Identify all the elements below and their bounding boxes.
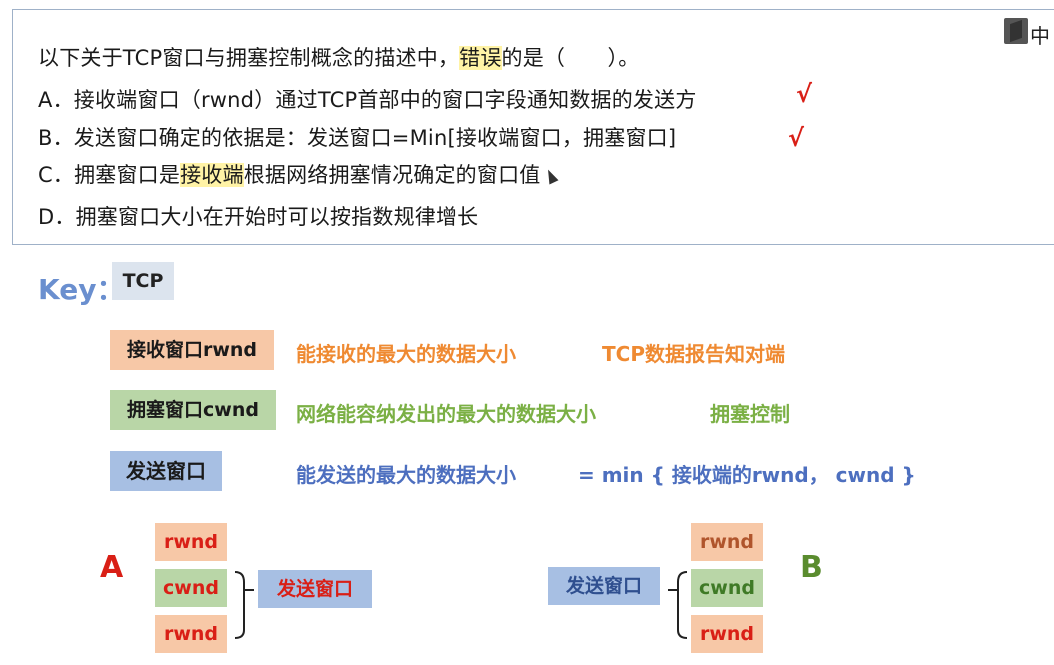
option-b: B．发送窗口确定的依据是：发送窗口=Min[接收端窗口，拥塞窗口] <box>38 126 677 150</box>
option-c: C．拥塞窗口是接收端根据网络拥塞情况确定的窗口值 <box>38 159 541 189</box>
book-icon[interactable] <box>1004 18 1028 44</box>
key-label: Key： <box>38 273 125 306</box>
option-a: A．接收端窗口（rwnd）通过TCP首部中的窗口字段通知数据的发送方 <box>38 88 697 112</box>
rwnd-desc: 能接收的最大的数据大小 <box>296 342 516 366</box>
check-mark-a: √ <box>796 80 813 108</box>
check-mark-b: √ <box>788 124 805 152</box>
diagram-a-box-rwnd-bottom: rwnd <box>155 615 227 653</box>
diagram-b-box-rwnd-bottom: rwnd <box>691 615 763 653</box>
option-d: D．拥塞窗口大小在开始时可以按指数规律增长 <box>38 205 479 229</box>
diagram-a-letter: A <box>100 550 124 585</box>
diagram-a-bracket <box>234 571 254 639</box>
input-method-indicator[interactable]: 中 <box>1030 24 1050 48</box>
cwnd-note: 拥塞控制 <box>710 402 790 426</box>
diagram-a-box-cwnd: cwnd <box>155 569 227 607</box>
cwnd-desc: 网络能容纳发出的最大的数据大小 <box>296 402 596 426</box>
question-stem: 以下关于TCP窗口与拥塞控制概念的描述中，错误的是（ ）。 <box>38 42 639 72</box>
diagram-b-result: 发送窗口 <box>548 567 660 605</box>
diagram-a-result: 发送窗口 <box>258 570 372 608</box>
rwnd-tag: 接收窗口rwnd <box>110 330 274 370</box>
option-c-post: 根据网络拥塞情况确定的窗口值 <box>243 163 541 187</box>
question-box <box>12 9 1054 245</box>
option-c-pre: C．拥塞窗口是 <box>38 163 181 187</box>
question-stem-post: 的是（ ）。 <box>501 46 640 70</box>
diagram-b-box-rwnd-top: rwnd <box>691 523 763 561</box>
diagram-b-letter: B <box>800 550 823 585</box>
send-window-formula: = min { 接收端的rwnd， cwnd } <box>578 463 916 487</box>
question-stem-pre: 以下关于TCP窗口与拥塞控制概念的描述中， <box>38 46 460 70</box>
cwnd-tag: 拥塞窗口cwnd <box>110 390 276 430</box>
diagram-a-box-rwnd-top: rwnd <box>155 523 227 561</box>
key-tag-tcp: TCP <box>112 262 174 300</box>
send-window-desc: 能发送的最大的数据大小 <box>296 463 516 487</box>
diagram-b-box-cwnd: cwnd <box>691 569 763 607</box>
send-window-tag: 发送窗口 <box>110 451 222 491</box>
diagram-b-bracket <box>668 571 688 639</box>
question-stem-highlight: 错误 <box>459 46 502 70</box>
option-c-highlight: 接收端 <box>180 163 244 187</box>
rwnd-note: TCP数据报告知对端 <box>602 342 785 366</box>
